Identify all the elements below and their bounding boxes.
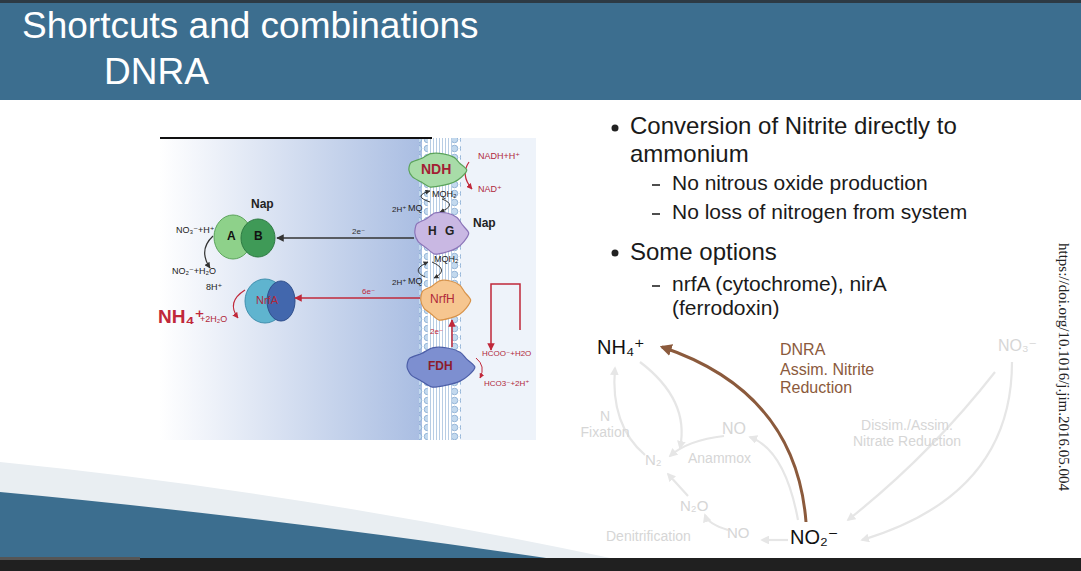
product: NO₂⁻+H₂O — [172, 266, 216, 276]
slide-swoosh — [0, 492, 560, 560]
product: +2H₂O — [200, 314, 227, 324]
periplasm-background — [160, 138, 422, 440]
protein-blob — [409, 153, 467, 187]
cycle-arrow — [862, 362, 1012, 540]
slide-swoosh-light — [0, 462, 620, 560]
species-label: NO — [722, 420, 746, 438]
enzyme-name: NrfA — [256, 294, 278, 307]
cofactor: NADH+H⁺ — [478, 151, 520, 161]
dash — [652, 213, 660, 215]
taskbar-edge — [0, 557, 140, 560]
sub-bullet-text: No loss of nitrogen from system — [672, 200, 967, 224]
bullet — [612, 125, 619, 132]
bullet-text: Some options — [630, 238, 777, 266]
subunit-shape — [241, 219, 275, 257]
bullet-text: Conversion of Nitrite directly to ammoni… — [630, 112, 1015, 167]
cycle-arrow — [750, 437, 798, 520]
subunit-label: G — [445, 225, 454, 239]
cycle-arrow — [848, 372, 995, 520]
cycle-arrow — [705, 515, 728, 530]
outer-membrane-line — [160, 137, 432, 139]
sub-bullet-text: No nitrous oxide production — [672, 171, 928, 195]
formate-reaction: HCOO⁻+H2O — [482, 349, 531, 358]
electron-transfer-arrow — [451, 320, 453, 347]
electron-flow-bracket — [491, 284, 520, 350]
enzyme-name: Nap — [251, 198, 274, 212]
cycle-arrow — [614, 368, 645, 455]
pathway-label: Dissim./Assim. Nitrate Reduction — [852, 417, 962, 449]
electron-count: 2e⁻ — [352, 227, 365, 236]
quinone-cycle-arrow — [418, 262, 428, 277]
title-bar — [0, 0, 1081, 100]
pathway-label: Denitrification — [606, 528, 691, 544]
subunit-label: B — [254, 230, 263, 244]
substrate: NO₃⁻+H⁺ — [176, 225, 214, 235]
source-doi: https://doi.org/10.1016/j.jim.2016.05.00… — [1054, 243, 1071, 491]
electron-count: 2e⁻ — [430, 327, 443, 336]
enzyme-nrfh: NrfH — [420, 280, 470, 320]
enzyme-name: NrfH — [430, 293, 455, 307]
nitrogen-cycle-faint — [614, 362, 1012, 540]
pathway-label: Assim. Nitrite Reduction — [780, 361, 892, 398]
pathway-label: DNRA — [780, 341, 825, 359]
reaction-arrow — [465, 162, 472, 189]
formate-reaction: HCO3⁻+2H⁺ — [484, 379, 530, 388]
proton-label: 2H⁺ — [392, 205, 406, 214]
electron-count: 6e⁻ — [362, 287, 375, 296]
enzyme-shape — [414, 212, 468, 254]
reaction-arrow — [233, 290, 245, 318]
enzyme-name: FDH — [428, 360, 453, 374]
electron-transfer-arrow — [277, 237, 414, 239]
pathway-label: Anammox — [688, 450, 751, 466]
protein-blob — [421, 280, 471, 320]
species-label: NO₃⁻ — [998, 337, 1037, 355]
proton-label: 8H⁺ — [206, 282, 222, 292]
species-label: NO₂⁻ — [790, 526, 838, 549]
subunit-label: A — [227, 230, 236, 244]
species-label: N₂O — [680, 497, 708, 514]
species-label: NO — [727, 524, 750, 541]
protein-blob — [415, 212, 469, 254]
subunit-label: Nap — [473, 217, 496, 231]
quinol-label: MQH₂ — [432, 189, 457, 199]
quinone-cycle-arrow — [440, 199, 450, 212]
sub-bullet-text: nrfA (cytochrome), nirA (ferrodoxin) — [672, 272, 927, 320]
quinone-label: MQ — [408, 203, 423, 213]
quinone-label: MQ — [408, 276, 423, 286]
cycle-arrow — [668, 474, 688, 496]
enzyme-fdh: FDH — [406, 347, 474, 387]
enzyme-ndh: NDH — [408, 153, 466, 187]
slide-title: Shortcuts and combinations DNRA — [104, 3, 534, 95]
top-edge — [0, 0, 1081, 3]
enzyme-nap-ab: NapAB — [213, 215, 277, 260]
cofactor: NAD⁺ — [478, 184, 502, 194]
species-label: NH₄⁺ — [597, 336, 645, 359]
dash — [652, 285, 660, 287]
cycle-arrow — [762, 539, 788, 541]
ammonium-product: NH₄⁺ — [158, 306, 205, 328]
dash — [652, 184, 660, 186]
reaction-arrow — [476, 358, 482, 378]
protein-blob — [407, 347, 475, 387]
quinol-label: MQH₂ — [434, 254, 459, 264]
enzyme-name: H — [428, 225, 437, 239]
cytoplasm-background — [460, 138, 536, 440]
cycle-arrow — [640, 362, 682, 448]
enzyme-shape — [213, 215, 277, 260]
reaction-arrow — [205, 236, 213, 268]
bullet — [612, 250, 619, 257]
enzyme-name: NDH — [421, 161, 451, 177]
enzyme-nap-hg: HGNap — [414, 212, 468, 254]
quinone-cycle-arrow — [421, 191, 430, 202]
enzyme-nrfa: NrfA — [245, 278, 295, 324]
electron-transfer-arrow — [295, 297, 420, 299]
species-label: N₂ — [645, 451, 662, 468]
proton-label: 2H⁺ — [392, 278, 406, 287]
pathway-label: N Fixation — [575, 408, 635, 440]
quinone-cycle-arrow — [432, 262, 442, 278]
taskbar — [0, 558, 1081, 571]
